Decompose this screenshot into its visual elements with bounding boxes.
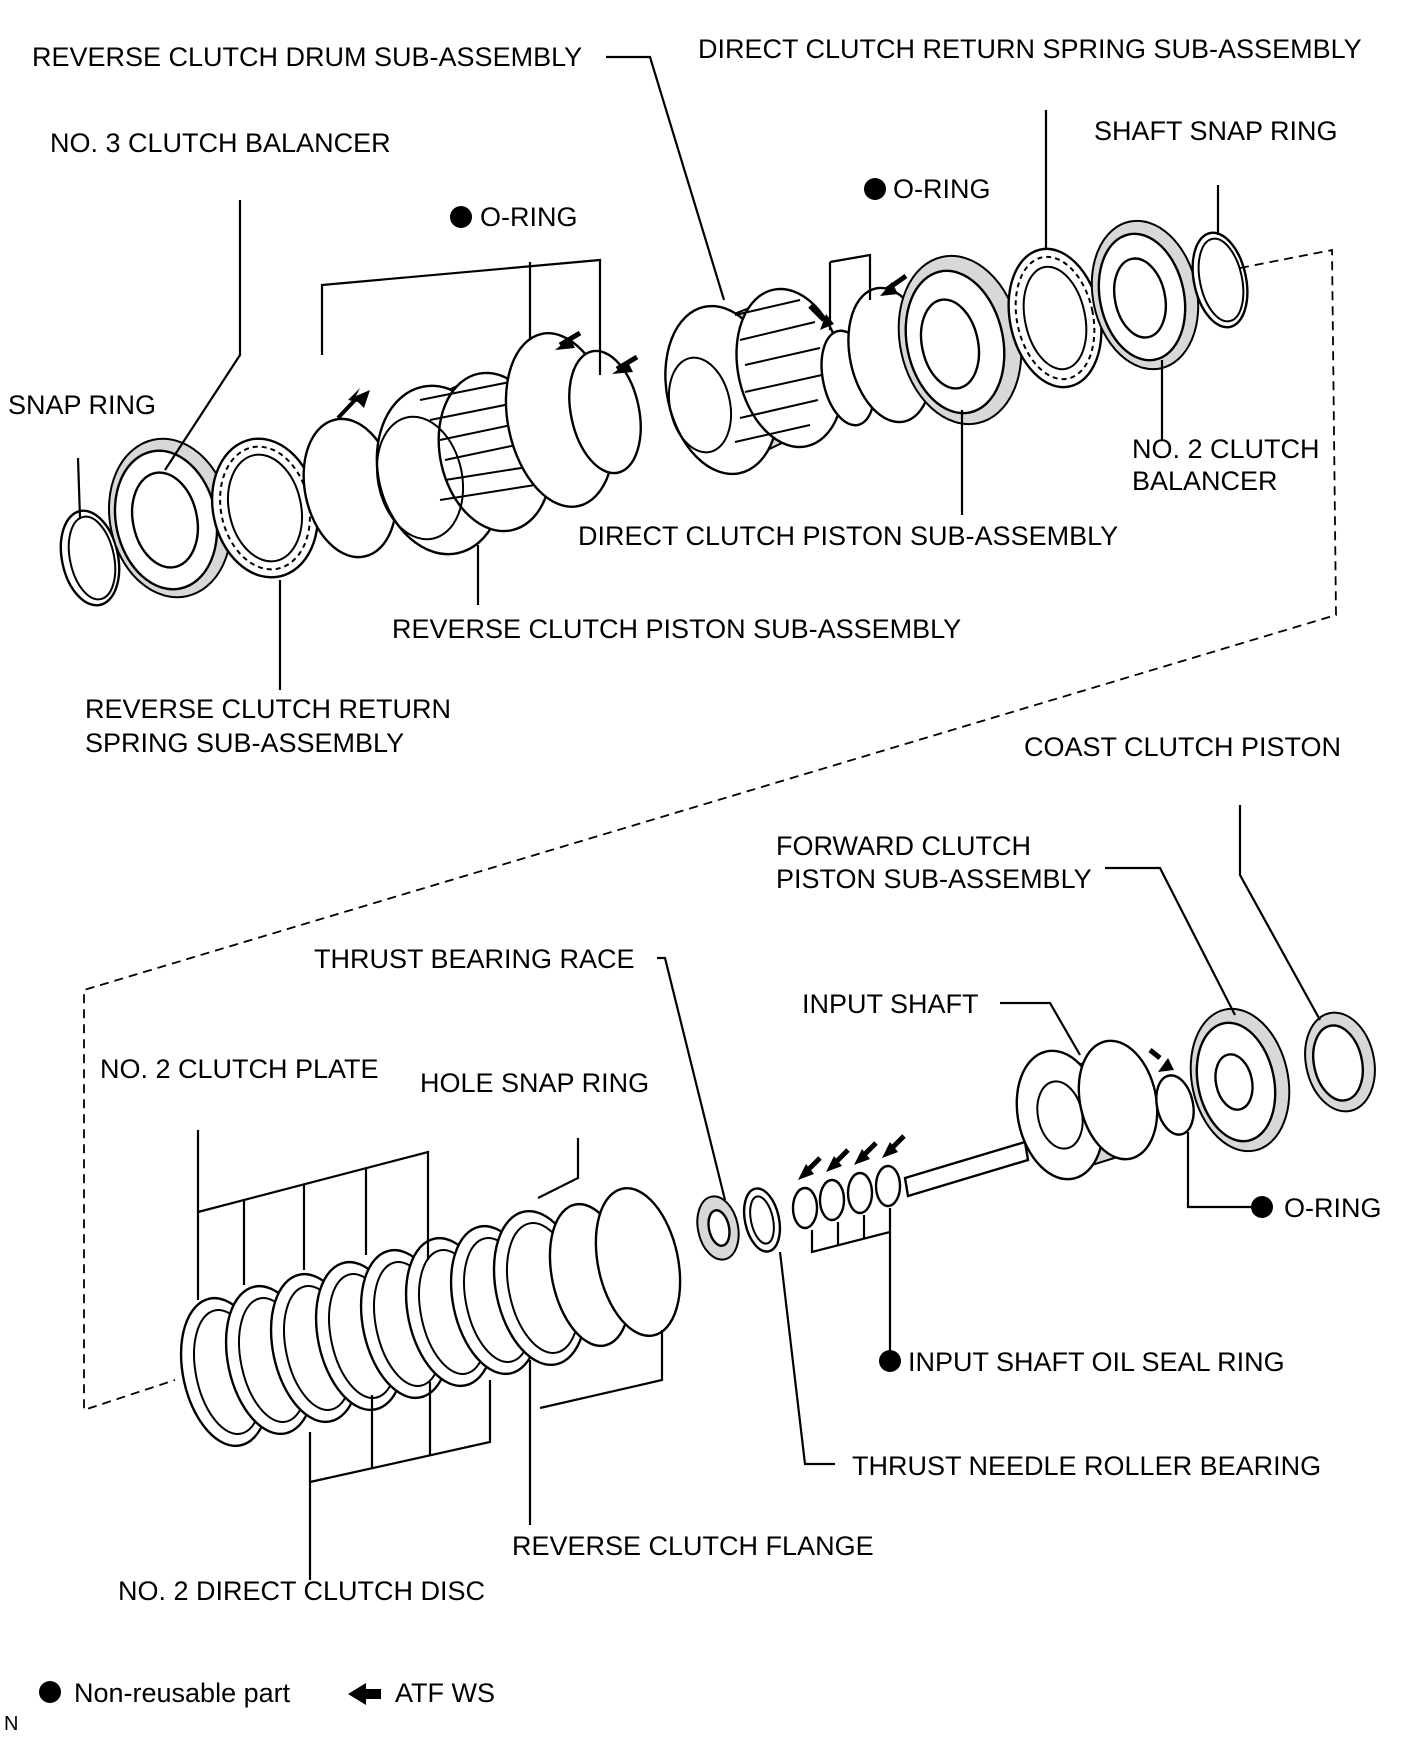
label-direct-clutch-piston: DIRECT CLUTCH PISTON SUB-ASSEMBLY: [578, 521, 1118, 551]
label-no2-clutch-plate: NO. 2 CLUTCH PLATE: [100, 1054, 379, 1084]
no2-clutch-balancer-part: [1090, 219, 1200, 371]
label-direct-clutch-return-spring: DIRECT CLUTCH RETURN SPRING SUB-ASSEMBLY: [698, 34, 1362, 64]
reverse-clutch-drum-part: [664, 287, 845, 476]
label-no2-clutch-balancer-2: BALANCER: [1132, 466, 1278, 496]
atf-arrow-icon: [336, 388, 370, 420]
non-reusable-icon: [450, 206, 472, 228]
label-no2-clutch-balancer-1: NO. 2 CLUTCH: [1132, 434, 1320, 464]
label-forward-clutch-piston-1: FORWARD CLUTCH: [776, 831, 1031, 861]
label-input-shaft: INPUT SHAFT: [802, 989, 979, 1019]
clutch-plate-stack-part: [179, 1224, 541, 1448]
label-o-ring-2: O-RING: [893, 174, 991, 204]
forward-clutch-piston-part: [1189, 1007, 1291, 1153]
legend-atf-label: ATF WS: [395, 1678, 495, 1708]
direct-clutch-return-spring-part: [1007, 247, 1103, 389]
label-forward-clutch-piston-2: PISTON SUB-ASSEMBLY: [776, 864, 1092, 894]
non-reusable-icon: [879, 1350, 901, 1372]
label-shaft-snap-ring: SHAFT SNAP RING: [1094, 116, 1338, 146]
legend-non-reusable-icon: [39, 1681, 61, 1703]
coast-clutch-piston-part: [1304, 1011, 1376, 1113]
no3-clutch-balancer-part: [107, 437, 233, 599]
label-o-ring-3: O-RING: [1284, 1193, 1382, 1223]
label-reverse-clutch-piston: REVERSE CLUTCH PISTON SUB-ASSEMBLY: [392, 614, 961, 644]
label-o-ring-1: O-RING: [480, 202, 578, 232]
atf-arrow-icon: [882, 1134, 906, 1158]
label-coast-clutch-piston: COAST CLUTCH PISTON: [1024, 732, 1341, 762]
atf-arrow-icon: [555, 330, 582, 350]
label-snap-ring: SNAP RING: [8, 390, 156, 420]
label-reverse-clutch-return-spring-1: REVERSE CLUTCH RETURN: [85, 694, 451, 724]
label-input-shaft-oil-seal-ring: INPUT SHAFT OIL SEAL RING: [908, 1347, 1285, 1377]
corner-code: N: [4, 1713, 18, 1734]
legend-atf-arrow-icon: [348, 1683, 381, 1705]
atf-arrow-icon: [612, 354, 639, 374]
atf-arrow-icon: [826, 1148, 850, 1172]
legend-non-reusable-label: Non-reusable part: [74, 1678, 291, 1708]
non-reusable-icon: [1251, 1196, 1273, 1218]
thrust-needle-roller-bearing-part: [742, 1187, 782, 1253]
non-reusable-icon: [864, 178, 886, 200]
direct-clutch-piston-part: [897, 254, 1023, 426]
o-ring-part: [568, 349, 642, 475]
label-reverse-clutch-return-spring-2: SPRING SUB-ASSEMBLY: [85, 728, 404, 758]
label-reverse-clutch-drum: REVERSE CLUTCH DRUM SUB-ASSEMBLY: [32, 42, 582, 72]
atf-arrow-icon: [808, 304, 834, 330]
label-hole-snap-ring: HOLE SNAP RING: [420, 1068, 649, 1098]
o-ring-part: [1155, 1074, 1195, 1136]
input-shaft-part: [903, 1039, 1159, 1198]
label-no2-direct-clutch-disc: NO. 2 DIRECT CLUTCH DISC: [118, 1576, 485, 1606]
input-shaft-oil-seal-rings-part: [791, 1164, 902, 1230]
label-thrust-bearing-race: THRUST BEARING RACE: [314, 944, 635, 974]
label-thrust-needle-roller-bearing: THRUST NEEDLE ROLLER BEARING: [852, 1451, 1321, 1481]
label-no3-clutch-balancer: NO. 3 CLUTCH BALANCER: [50, 128, 391, 158]
atf-arrow-icon: [1148, 1048, 1174, 1072]
atf-arrow-icon: [880, 273, 908, 296]
atf-arrow-icon: [854, 1141, 878, 1165]
label-reverse-clutch-flange: REVERSE CLUTCH FLANGE: [512, 1531, 874, 1561]
atf-arrow-icon: [798, 1156, 822, 1180]
